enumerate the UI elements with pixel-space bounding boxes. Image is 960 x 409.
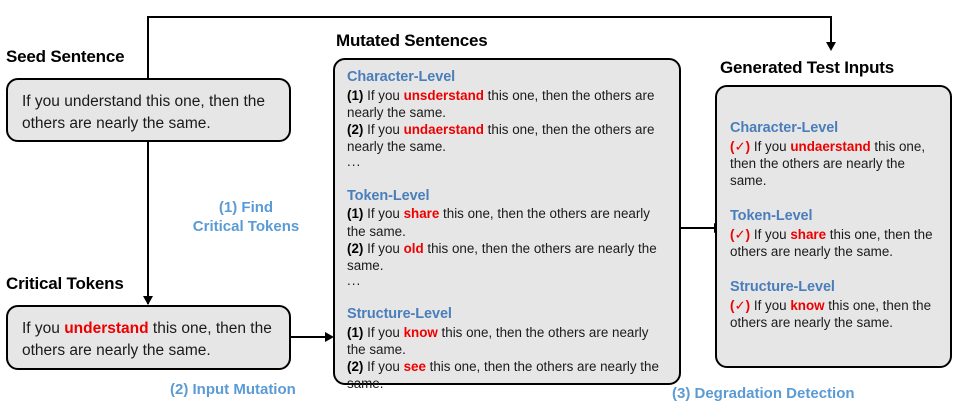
- step-1-find-critical-tokens-label: (1) Find Critical Tokens: [192, 199, 300, 235]
- mutation-line-token: old: [403, 240, 424, 256]
- mutation-line-suffix: this one, then the others are nearly the…: [347, 206, 650, 239]
- seed-sentence-box: If you understand this one, then the oth…: [6, 78, 291, 142]
- critical-tokens-text-part2: this one, then the others are nearly the…: [22, 320, 272, 359]
- generated-line-suffix: this one, then the others are nearly the…: [730, 297, 932, 330]
- generated-block-title: Character-Level: [730, 120, 839, 136]
- mutation-ellipsis: ...: [347, 153, 362, 169]
- mutation-line-number: (1): [347, 87, 364, 103]
- generated-line-token: share: [790, 226, 827, 242]
- mutation-line-suffix: this one, then the others are nearly the…: [347, 121, 655, 154]
- mutation-block-title: Token-Level: [347, 187, 430, 204]
- critical-tokens-text-part1: If you: [22, 320, 65, 337]
- mutation-line: (1) If you know this one, then the other…: [347, 324, 669, 358]
- mutation-line: (2) If you see this one, then the others…: [347, 358, 669, 392]
- mutation-block-token-level: Token-Level (1) If you share this one, t…: [335, 170, 679, 289]
- generated-line-prefix: If you: [750, 297, 791, 313]
- mutation-line-number: (1): [347, 325, 364, 341]
- generated-test-inputs-heading: Generated Test Inputs: [720, 58, 895, 77]
- generated-line-suffix: this one, then the others are nearly the…: [730, 138, 926, 188]
- mutation-line-token: undaerstand: [403, 121, 484, 137]
- mutation-line-suffix: this one, then the others are nearly the…: [347, 359, 659, 392]
- critical-to-mutated-arrowhead-icon: [325, 331, 334, 342]
- mutation-block-structure-level: Structure-Level (1) If you know this one…: [335, 288, 679, 392]
- generated-block-structure-level: Structure-Level (✓) If you know this one…: [717, 260, 950, 331]
- step-2-input-mutation-label: (2) Input Mutation: [170, 381, 296, 398]
- check-mark-icon: (✓): [730, 297, 751, 313]
- generated-line-prefix: If you: [750, 226, 791, 242]
- generated-line: (✓) If you know this one, then the other…: [730, 297, 938, 331]
- check-mark-icon: (✓): [730, 226, 751, 242]
- mutation-line-prefix: If you: [363, 359, 404, 375]
- feedback-loop-right-segment: [830, 16, 833, 44]
- mutation-line-prefix: If you: [363, 240, 404, 256]
- feedback-loop-arrowhead-icon: [825, 42, 836, 51]
- critical-tokens-text: If you understand this one, then the oth…: [8, 307, 289, 362]
- mutation-line-suffix: this one, then the others are nearly the…: [347, 240, 657, 273]
- seed-to-critical-arrowhead-icon: [142, 296, 153, 305]
- mutation-line-token: unsderstand: [403, 87, 484, 103]
- generated-line: (✓) If you undaerstand this one, then th…: [730, 138, 938, 189]
- mutation-line-token: share: [403, 206, 440, 222]
- mutation-line-number: (2): [347, 121, 364, 137]
- generated-block-token-level: Token-Level (✓) If you share this one, t…: [717, 189, 950, 260]
- mutation-line-number: (2): [347, 240, 364, 256]
- generated-block-title: Token-Level: [730, 207, 813, 224]
- mutation-line-suffix: this one, then the others are nearly the…: [347, 87, 655, 120]
- generated-line-prefix: If you: [750, 138, 791, 154]
- critical-token-highlight: understand: [64, 320, 149, 337]
- critical-tokens-box: If you understand this one, then the oth…: [6, 305, 291, 370]
- mutation-block-character-level: Character-Level (1) If you unsderstand t…: [335, 60, 679, 170]
- mutated-sentences-box: Character-Level (1) If you unsderstand t…: [333, 58, 681, 391]
- mutated-to-generated-connector: [681, 227, 717, 230]
- critical-tokens-heading: Critical Tokens: [6, 274, 124, 293]
- seed-sentence-heading: Seed Sentence: [6, 47, 125, 66]
- check-mark-icon: (✓): [730, 138, 751, 154]
- mutation-block-title: Structure-Level: [347, 306, 452, 323]
- critical-to-mutated-connector: [291, 336, 327, 339]
- mutation-line-number: (1): [347, 206, 364, 222]
- mutation-ellipsis: ...: [347, 272, 362, 288]
- mutation-line-prefix: If you: [363, 87, 404, 103]
- mutated-sentences-heading: Mutated Sentences: [336, 31, 488, 50]
- generated-line-token: know: [790, 297, 825, 313]
- mutation-line-token: see: [403, 359, 426, 375]
- mutation-line-prefix: If you: [363, 121, 404, 137]
- mutation-line: (1) If you unsderstand this one, then th…: [347, 87, 669, 121]
- mutation-line: (1) If you share this one, then the othe…: [347, 205, 669, 239]
- mutation-line-suffix: this one, then the others are nearly the…: [347, 325, 649, 358]
- mutation-block-title: Character-Level: [347, 69, 456, 85]
- generated-block-character-level: Character-Level (✓) If you undaerstand t…: [717, 87, 950, 189]
- generated-line-suffix: this one, then the others are nearly the…: [730, 226, 933, 259]
- feedback-loop-left-segment: [147, 16, 150, 78]
- mutation-line-number: (2): [347, 359, 364, 375]
- feedback-loop-top-segment: [147, 16, 832, 19]
- generated-test-inputs-box: Character-Level (✓) If you undaerstand t…: [715, 85, 952, 368]
- mutation-line: (2) If you old this one, then the others…: [347, 240, 669, 274]
- mutation-line-token: know: [403, 325, 438, 341]
- seed-to-critical-connector: [147, 78, 150, 304]
- seed-sentence-text: If you understand this one, then the oth…: [22, 93, 266, 132]
- mutation-line: (2) If you undaerstand this one, then th…: [347, 121, 669, 155]
- generated-line: (✓) If you share this one, then the othe…: [730, 226, 938, 260]
- generated-line-token: undaerstand: [790, 138, 871, 154]
- step-3-degradation-detection-label: (3) Degradation Detection: [672, 385, 855, 402]
- mutation-line-prefix: If you: [363, 325, 404, 341]
- generated-block-title: Structure-Level: [730, 278, 835, 295]
- mutation-line-prefix: If you: [363, 206, 404, 222]
